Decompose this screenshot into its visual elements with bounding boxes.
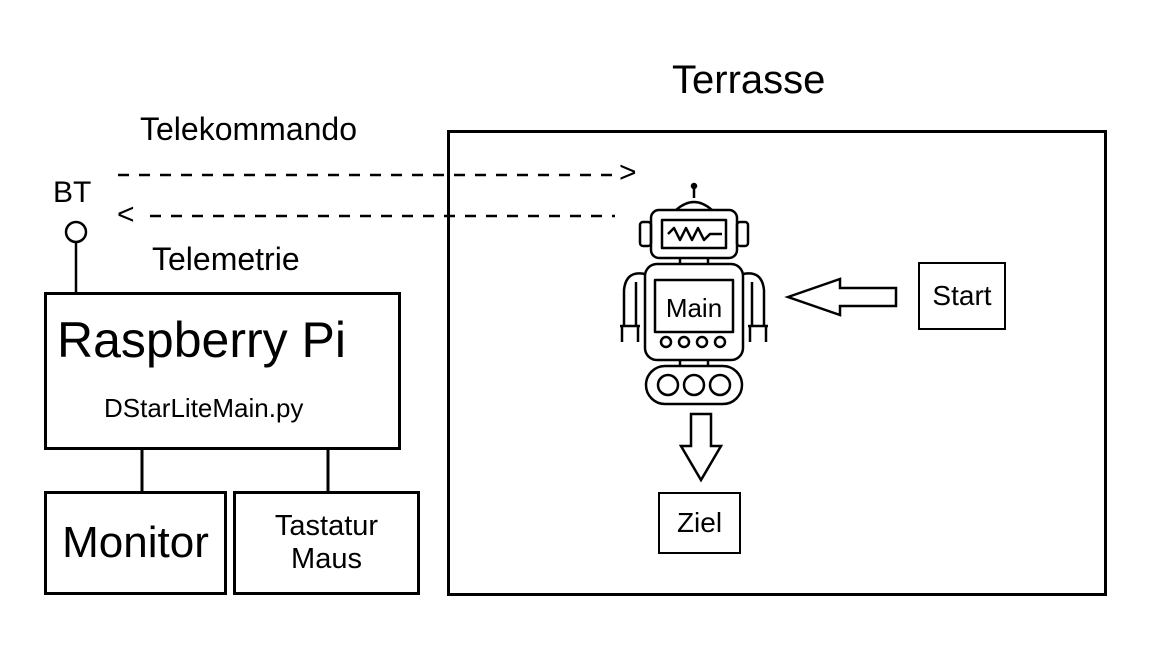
telemetry-arrowhead: < — [117, 198, 135, 231]
start-label: Start — [932, 280, 992, 311]
telemetry-label: Telemetrie — [152, 241, 300, 277]
monitor-label: Monitor — [62, 518, 209, 567]
robot-screen-label: Main — [665, 293, 723, 323]
bt-label: BT — [53, 176, 92, 209]
start-arrow-icon — [784, 277, 898, 317]
keyboard-label: Tastatur — [274, 509, 379, 542]
goal-label: Ziel — [676, 507, 723, 538]
goal-box: Ziel — [658, 492, 741, 554]
terrace-title: Terrasse — [672, 58, 826, 102]
script-name: DStarLiteMain.py — [104, 393, 304, 423]
monitor-box: Monitor — [44, 491, 227, 595]
raspberry-pi-title: Raspberry Pi — [57, 312, 346, 368]
keyboard-mouse-box: Tastatur Maus — [233, 491, 420, 595]
telecommand-arrowhead: > — [619, 156, 637, 189]
goal-arrow-icon — [678, 412, 724, 483]
start-box: Start — [918, 262, 1006, 330]
mouse-label: Maus — [291, 543, 362, 575]
terrace-area — [447, 130, 1107, 596]
telecommand-label: Telekommando — [140, 111, 357, 147]
antenna-icon — [64, 220, 88, 294]
raspberry-pi-box: Raspberry Pi DStarLiteMain.py — [44, 292, 401, 450]
robot-icon — [620, 182, 768, 406]
